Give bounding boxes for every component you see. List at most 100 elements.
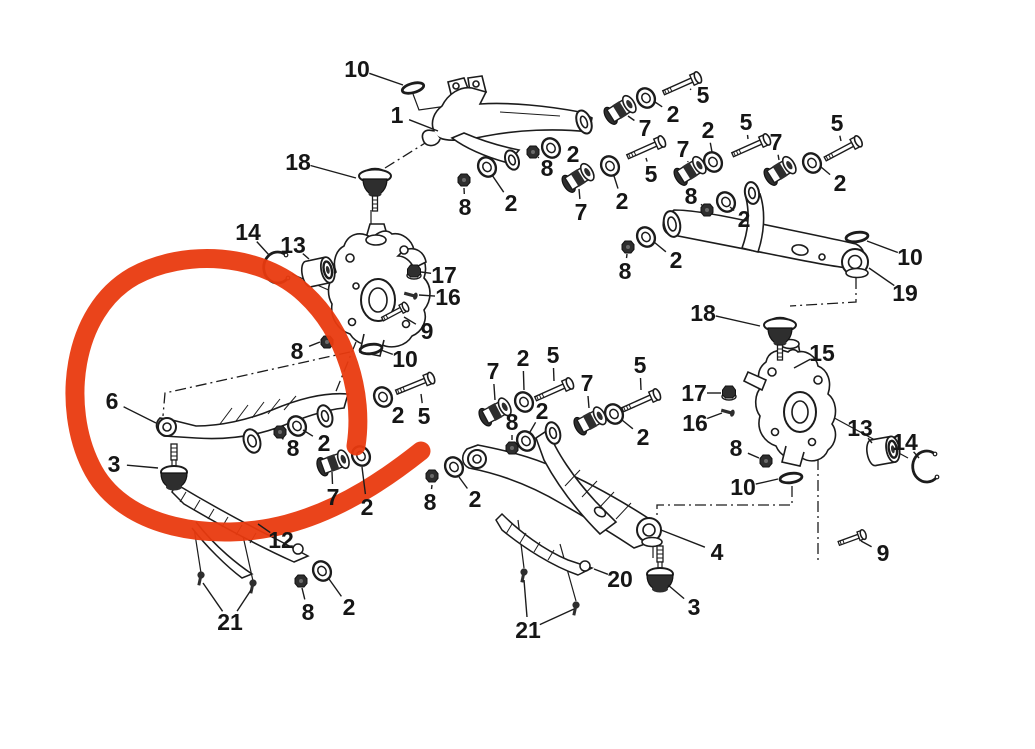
leader-line bbox=[310, 164, 357, 179]
callout-label-14: 14 bbox=[892, 429, 918, 455]
leader-line bbox=[639, 377, 642, 391]
nut-part17 bbox=[406, 264, 422, 280]
callout-label-7: 7 bbox=[327, 484, 340, 510]
callout-label-21: 21 bbox=[515, 617, 541, 643]
callout-label-7: 7 bbox=[581, 370, 594, 396]
callout-label-3: 3 bbox=[688, 594, 701, 620]
leader-line bbox=[202, 582, 224, 612]
callout-label-2: 2 bbox=[505, 190, 518, 216]
leader-line bbox=[700, 203, 704, 207]
callout-label-16: 16 bbox=[682, 410, 708, 436]
callout-label-8: 8 bbox=[506, 409, 519, 435]
callout-label-8: 8 bbox=[619, 258, 632, 284]
leader-line bbox=[302, 429, 314, 437]
callout-label-7: 7 bbox=[677, 136, 690, 162]
leader-line bbox=[613, 175, 619, 189]
callout-label-14: 14 bbox=[235, 219, 261, 245]
leader-line bbox=[706, 412, 723, 420]
callout-label-2: 2 bbox=[834, 170, 847, 196]
leader-line bbox=[361, 466, 367, 495]
callout-label-2: 2 bbox=[469, 486, 482, 512]
callout-label-8: 8 bbox=[685, 183, 698, 209]
callout-label-15: 15 bbox=[809, 340, 835, 366]
callout-label-8: 8 bbox=[730, 435, 743, 461]
upper-right-a-arm-19 bbox=[662, 181, 869, 279]
leader-line bbox=[593, 568, 609, 575]
callout-label-13: 13 bbox=[280, 232, 306, 258]
leader-line bbox=[747, 452, 760, 459]
leader-line bbox=[729, 206, 735, 212]
leader-line bbox=[491, 174, 505, 193]
leader-line bbox=[302, 253, 310, 260]
leader-line bbox=[746, 134, 749, 140]
callout-label-5: 5 bbox=[831, 110, 844, 136]
callout-label-5: 5 bbox=[547, 342, 560, 368]
callout-label-18: 18 bbox=[285, 149, 311, 175]
callout-label-8: 8 bbox=[424, 489, 437, 515]
leader-line bbox=[709, 142, 713, 153]
leader-line bbox=[627, 115, 635, 122]
nut-part17 bbox=[721, 385, 737, 401]
leader-line bbox=[256, 241, 270, 256]
callout-label-2: 2 bbox=[667, 101, 680, 127]
leader-line bbox=[420, 393, 423, 404]
leader-line bbox=[236, 589, 252, 612]
callout-label-2: 2 bbox=[517, 345, 530, 371]
leader-line bbox=[860, 540, 872, 548]
leader-line bbox=[868, 267, 895, 287]
leader-line bbox=[387, 403, 390, 406]
leader-line bbox=[539, 608, 575, 626]
leader-line bbox=[660, 529, 706, 548]
callout-label-2: 2 bbox=[361, 494, 374, 520]
leader-line bbox=[123, 406, 157, 424]
callout-label-2: 2 bbox=[616, 188, 629, 214]
callout-label-2: 2 bbox=[536, 398, 549, 424]
callout-label-5: 5 bbox=[418, 403, 431, 429]
callout-label-8: 8 bbox=[541, 155, 554, 181]
callout-label-6: 6 bbox=[106, 388, 119, 414]
leader-line bbox=[328, 578, 342, 597]
leader-line bbox=[866, 240, 899, 254]
leader-line bbox=[578, 188, 581, 200]
callout-label-7: 7 bbox=[639, 115, 652, 141]
leader-line bbox=[537, 156, 540, 159]
callout-label-10: 10 bbox=[392, 346, 418, 372]
skid-plate-20 bbox=[495, 512, 594, 576]
steering-knuckle-right bbox=[742, 338, 837, 467]
red-highlight-circle bbox=[65, 249, 431, 542]
callout-label-12: 12 bbox=[268, 527, 294, 553]
callout-label-18: 18 bbox=[690, 300, 716, 326]
leader-line bbox=[126, 464, 159, 469]
leader-line bbox=[418, 294, 436, 297]
ball-joint-part18 bbox=[358, 167, 392, 212]
leader-line bbox=[430, 484, 433, 490]
leader-line bbox=[654, 101, 663, 108]
callout-label-8: 8 bbox=[291, 338, 304, 364]
ball-joint-part3 bbox=[160, 443, 188, 492]
callout-label-2: 2 bbox=[738, 206, 751, 232]
callout-label-2: 2 bbox=[637, 424, 650, 450]
leader-line bbox=[867, 437, 873, 444]
callout-label-9: 9 bbox=[421, 318, 434, 344]
leader-line bbox=[587, 395, 590, 409]
callout-label-7: 7 bbox=[575, 199, 588, 225]
callout-label-7: 7 bbox=[770, 129, 783, 155]
leader-line bbox=[301, 587, 306, 600]
leader-line bbox=[715, 315, 761, 327]
leader-line bbox=[308, 341, 321, 347]
callout-label-20: 20 bbox=[607, 566, 633, 592]
callout-label-17: 17 bbox=[431, 262, 457, 288]
callout-label-4: 4 bbox=[711, 539, 724, 565]
leader-line bbox=[493, 383, 496, 401]
leader-line bbox=[913, 451, 920, 459]
leader-line bbox=[820, 166, 831, 176]
callout-label-5: 5 bbox=[645, 161, 658, 187]
lower-center-a-arm-4 bbox=[461, 421, 663, 549]
callout-label-3: 3 bbox=[108, 451, 121, 477]
callout-label-5: 5 bbox=[634, 352, 647, 378]
callout-label-10: 10 bbox=[897, 244, 923, 270]
callout-label-10: 10 bbox=[730, 474, 756, 500]
callout-label-5: 5 bbox=[740, 109, 753, 135]
leader-line bbox=[257, 523, 271, 534]
